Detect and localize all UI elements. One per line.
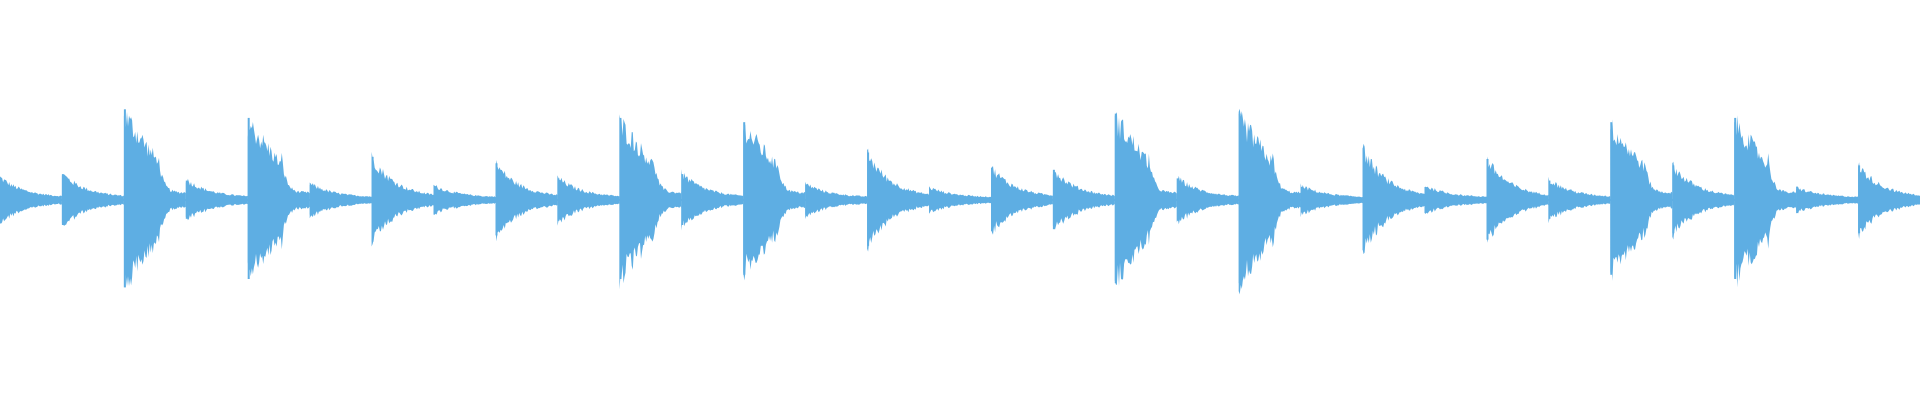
waveform-transient — [1114, 113, 1117, 284]
waveform-transient — [247, 117, 250, 280]
waveform-transient — [1610, 122, 1613, 275]
waveform-transient — [743, 122, 746, 275]
waveform-segment — [743, 121, 806, 281]
waveform-segment — [1734, 115, 1797, 288]
waveform-transient — [1734, 117, 1737, 280]
waveform-transient — [619, 117, 622, 280]
waveform-transient — [123, 109, 126, 288]
waveform-segment — [619, 114, 682, 290]
waveform-baseline — [0, 199, 1920, 201]
waveform-transient — [1238, 113, 1241, 284]
waveform-segment — [1362, 143, 1425, 255]
waveform-segment — [1238, 108, 1301, 295]
